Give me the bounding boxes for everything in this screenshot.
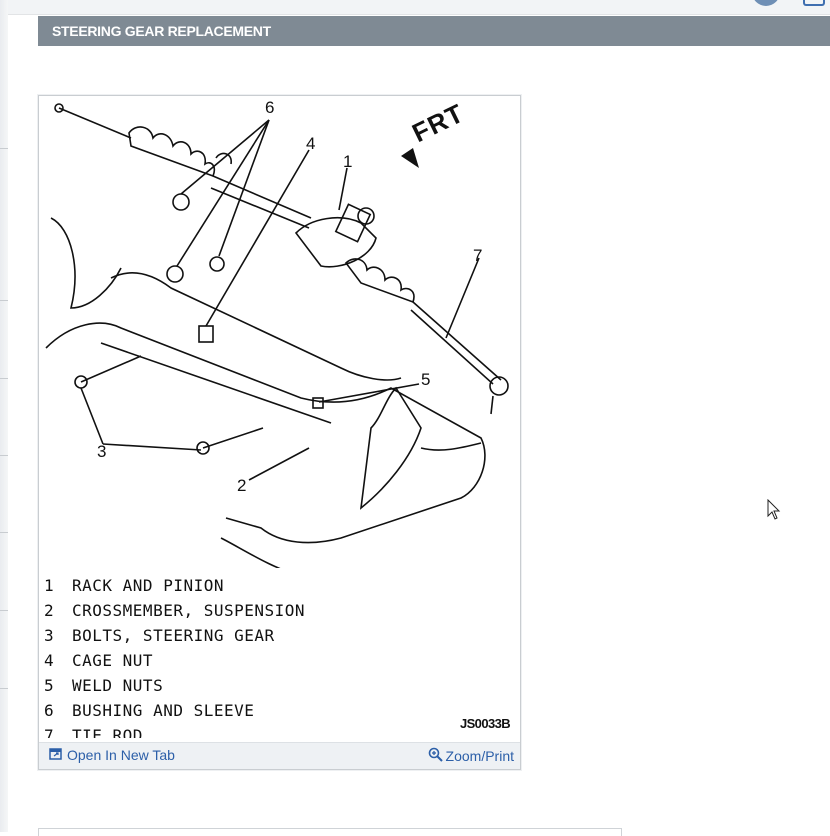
mouse-pointer-icon <box>767 498 781 526</box>
legend-text: BUSHING AND SLEEVE <box>72 701 255 720</box>
zoom-print-label: Zoom/Print <box>445 748 514 764</box>
legend-number: 6 <box>44 701 55 720</box>
reference-code: JS0033B <box>459 716 511 731</box>
rail-mark <box>0 378 8 379</box>
callout-4: 4 <box>306 134 316 153</box>
front-arrow-icon <box>401 148 419 168</box>
legend-number: 7 <box>44 726 55 738</box>
legend-item: 3 BOLTS, STEERING GEAR <box>44 623 364 648</box>
open-new-tab-link[interactable]: Open In New Tab <box>49 747 175 763</box>
legend-number: 4 <box>44 651 55 670</box>
legend-text: CAGE NUT <box>72 651 154 670</box>
zoom-print-link[interactable]: Zoom/Print <box>428 747 514 765</box>
callout-3: 3 <box>97 442 107 461</box>
page-title: STEERING GEAR REPLACEMENT <box>38 16 830 46</box>
legend-number: 1 <box>44 576 55 595</box>
rail-mark <box>0 455 8 456</box>
toolbar-icon[interactable] <box>803 0 825 6</box>
external-window-icon <box>49 747 62 763</box>
rail-mark <box>0 610 8 611</box>
callout-5: 5 <box>421 370 431 389</box>
callout-2: 2 <box>237 476 247 495</box>
next-figure-panel <box>38 828 622 836</box>
legend-item: 7 TIE ROD <box>44 723 364 738</box>
parts-legend: 1 RACK AND PINION 2 CROSSMEMBER, SUSPENSIO… <box>44 573 364 738</box>
top-toolbar-strip <box>8 0 830 15</box>
callout-7: 7 <box>473 246 483 265</box>
legend-number: 3 <box>44 626 55 645</box>
legend-item: 2 CROSSMEMBER, SUSPENSION <box>44 598 364 623</box>
legend-item: 1 RACK AND PINION <box>44 573 364 598</box>
rail-mark <box>0 688 8 689</box>
callout-6: 6 <box>265 98 275 117</box>
rail-mark <box>0 532 8 533</box>
rail-mark <box>0 148 8 149</box>
left-rail <box>0 0 8 832</box>
legend-number: 2 <box>44 601 55 620</box>
legend-item: 5 WELD NUTS <box>44 673 364 698</box>
legend-text: RACK AND PINION <box>72 576 224 595</box>
legend-text: TIE ROD <box>72 726 143 738</box>
legend-text: CROSSMEMBER, SUSPENSION <box>72 601 306 620</box>
open-new-tab-label: Open In New Tab <box>67 747 175 763</box>
legend-item: 4 CAGE NUT <box>44 648 364 673</box>
legend-number: 5 <box>44 676 55 695</box>
figure-toolbar: Open In New Tab Zoom/Print <box>39 742 520 769</box>
legend-text: BOLTS, STEERING GEAR <box>72 626 275 645</box>
magnifier-plus-icon <box>428 747 443 765</box>
legend-item: 6 BUSHING AND SLEEVE <box>44 698 364 723</box>
diagram-drawing <box>45 103 509 568</box>
avatar[interactable] <box>752 0 780 6</box>
legend-text: WELD NUTS <box>72 676 164 695</box>
callout-1: 1 <box>343 152 353 171</box>
rail-mark <box>0 300 8 301</box>
